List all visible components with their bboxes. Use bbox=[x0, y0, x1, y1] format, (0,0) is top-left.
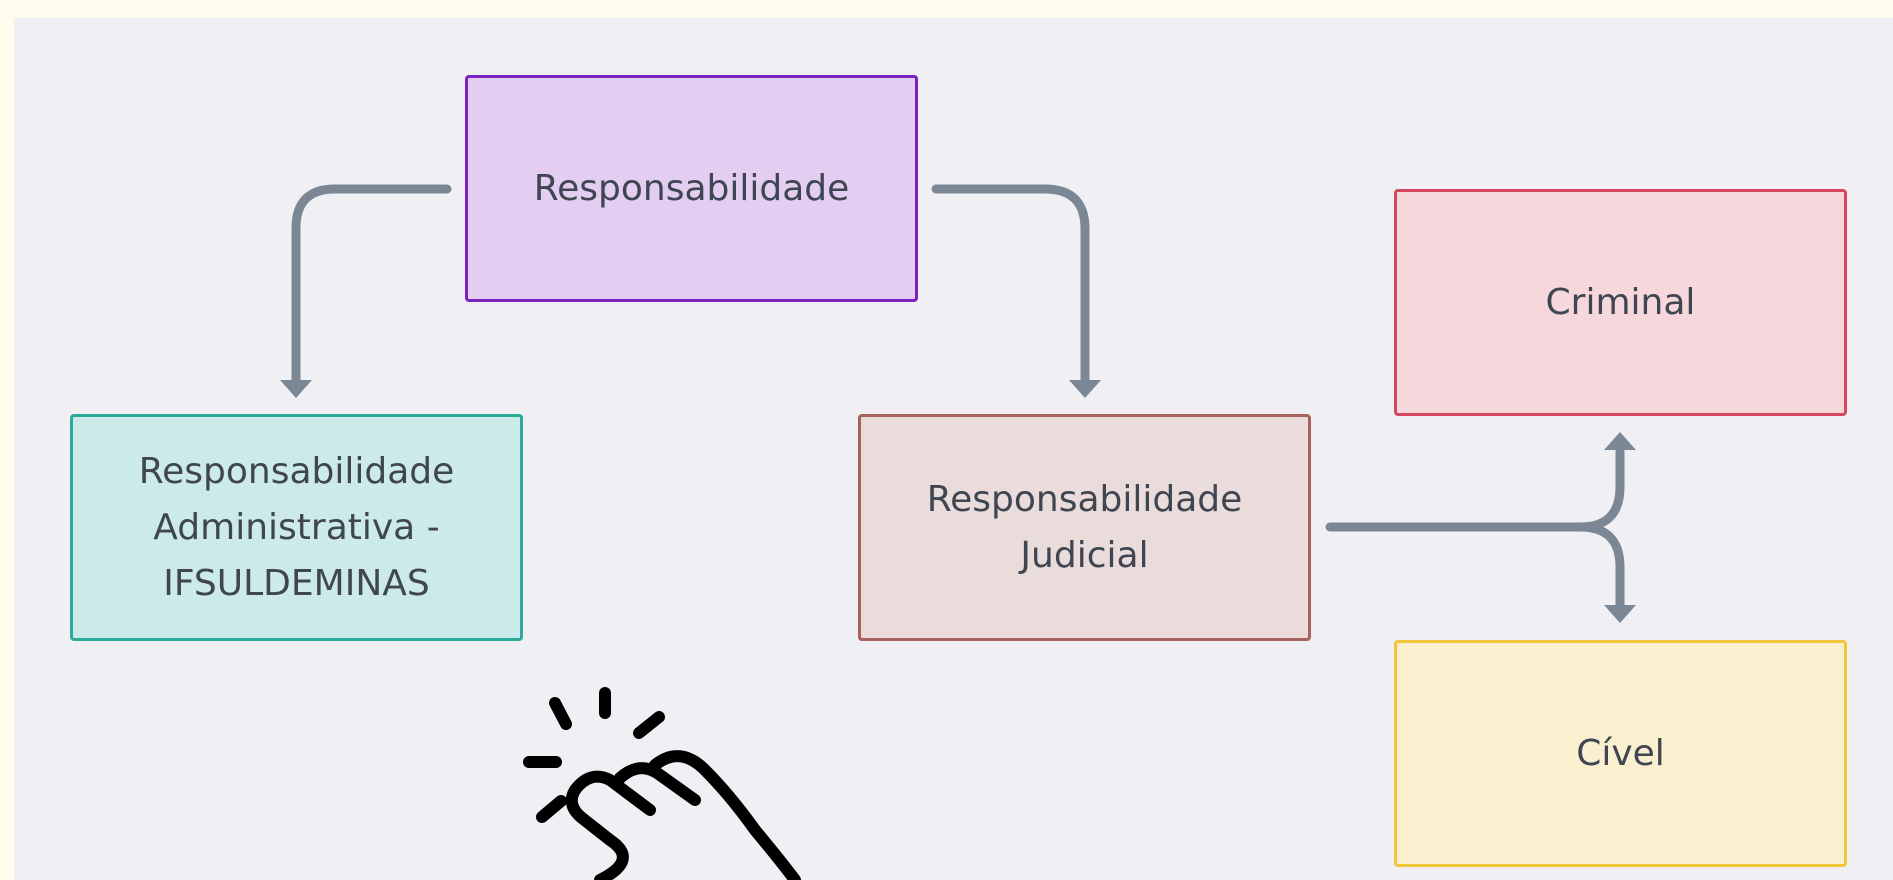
node-responsabilidade[interactable]: Responsabilidade bbox=[465, 75, 918, 302]
tap-hand-icon bbox=[523, 687, 801, 880]
connector-judicial-split bbox=[1325, 443, 1625, 612]
node-criminal[interactable]: Criminal bbox=[1394, 189, 1847, 416]
arrowhead-civel bbox=[1604, 605, 1636, 623]
node-judicial-line-1: Responsabilidade bbox=[926, 478, 1243, 520]
arrowhead-criminal bbox=[1604, 432, 1636, 450]
node-criminal-label: Criminal bbox=[1545, 281, 1696, 323]
arrowhead-administrativa bbox=[280, 380, 312, 398]
node-judicial-line-2: Judicial bbox=[1020, 534, 1149, 576]
node-administrativa-line-2: Administrativa - bbox=[153, 506, 440, 548]
node-administrativa-line-1: Responsabilidade bbox=[138, 450, 455, 492]
node-responsabilidade-judicial[interactable]: Responsabilidade Judicial bbox=[858, 414, 1311, 641]
arrowhead-judicial bbox=[1069, 380, 1101, 398]
connector-to-administrativa bbox=[291, 184, 452, 387]
node-civel-label: Cível bbox=[1576, 732, 1665, 774]
node-administrativa-line-3: IFSULDEMINAS bbox=[163, 562, 430, 604]
node-civel[interactable]: Cível bbox=[1394, 640, 1847, 867]
node-responsabilidade-label: Responsabilidade bbox=[533, 167, 850, 209]
connector-to-judicial bbox=[931, 184, 1090, 387]
node-responsabilidade-administrativa[interactable]: Responsabilidade Administrativa - IFSULD… bbox=[70, 414, 523, 641]
